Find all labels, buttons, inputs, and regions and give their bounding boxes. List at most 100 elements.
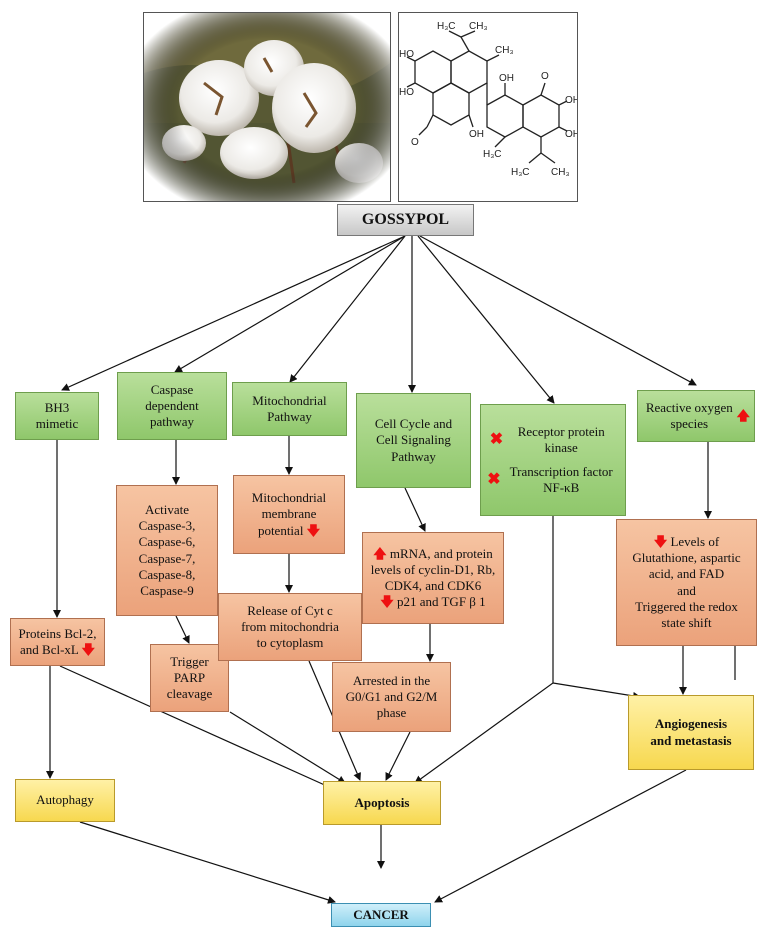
cotton-photo (143, 12, 391, 202)
svg-text:O: O (541, 71, 549, 82)
svg-text:OH: OH (499, 73, 514, 84)
arrow-cellcycle-mrna (404, 487, 426, 532)
svg-text:OH: OH (565, 129, 577, 140)
svg-text:O: O (411, 137, 419, 148)
mrna-line2: levels of cyclin-D1, Rb, (370, 561, 496, 577)
receptor-line: ✖ Receptor protein kinase (490, 424, 616, 457)
glut-line1: 🡇 Levels of (654, 534, 719, 550)
chemical-structure: H₃C CH₃ HO HO CH₃ OH O OH OH OH O H₃C H₃… (398, 12, 580, 202)
inhibit-x-icon: ✖ (487, 471, 501, 489)
gossypol-structure-image: H₃C CH₃ HO HO CH₃ OH O OH OH OH O H₃C H₃… (399, 21, 580, 178)
parp-line1: Trigger (170, 653, 209, 669)
cytc-line3: to cytoplasm (256, 635, 324, 651)
angio-line1: Angiogenesis (654, 716, 728, 732)
mito-membrane-line3-text: potential (257, 522, 304, 538)
mrna-line4: 🡇 p21 and TGF β 1 (380, 594, 485, 610)
decrease-arrow-icon: 🡇 (653, 533, 668, 549)
parp-line3: cleavage (166, 686, 213, 702)
angio-line2: and metastasis (650, 732, 732, 748)
mrna-line4-text: p21 and TGF β 1 (396, 594, 486, 610)
svg-text:H₃C: H₃C (483, 149, 502, 160)
glut-line4: and (677, 582, 696, 598)
mrna-line1-text: mRNA, and protein (389, 545, 493, 561)
receptor-nfkb-box: ✖ Receptor protein kinase ✖ Transcriptio… (480, 404, 626, 516)
parp-line2: PARP (173, 669, 206, 685)
glutathione-box: 🡇 Levels of Glutathione, aspartic acid, … (616, 519, 757, 646)
arrow-parp-apoptosis (229, 711, 346, 784)
arrow-angio-cancer (434, 769, 687, 903)
caspase3-line: Caspase-3, (138, 518, 196, 533)
activate-caspase-box: Activate Caspase-3, Caspase-6, Caspase-7… (116, 485, 218, 616)
transcription-text: Transcription factor NF-κB (509, 464, 613, 496)
mito-pathway-text: Mitochondrial Pathway (252, 392, 327, 424)
mrna-line3: CDK4, and CDK6 (384, 578, 482, 593)
mito-membrane-line1: Mitochondrial (251, 490, 327, 506)
increase-arrow-icon: 🡅 (736, 407, 750, 423)
glut-line3: acid, and FAD (648, 566, 725, 582)
apoptosis-box: Apoptosis (323, 781, 441, 825)
bcl-proteins-box: Proteins Bcl-2, and Bcl-xL 🡇 (10, 618, 105, 666)
cytc-line2: from mitochondria (241, 618, 339, 634)
cotton-image (144, 13, 390, 201)
autophagy-box: Autophagy (15, 779, 115, 822)
bcl-line1: Proteins Bcl-2, (18, 625, 97, 641)
receptor-text: Receptor protein kinase (517, 423, 605, 455)
arrest-box: Arrested in the G0/G1 and G2/M phase (332, 662, 451, 732)
caspase-pathway-text: Caspase dependent pathway (145, 381, 199, 430)
parp-box: Trigger PARP cleavage (150, 644, 229, 712)
mito-membrane-line3: potential 🡇 (258, 523, 320, 539)
cancer-text: CANCER (353, 906, 409, 922)
arrow-to-mito (289, 235, 406, 383)
cellcycle-pathway-text: Cell Cycle and Cell Signaling Pathway (374, 416, 453, 464)
autophagy-text: Autophagy (36, 792, 94, 808)
increase-arrow-icon: 🡅 (373, 545, 387, 561)
svg-text:CH₃: CH₃ (495, 45, 514, 56)
glut-line1-text: Levels of (670, 533, 720, 549)
svg-text:H₃C: H₃C (437, 21, 456, 32)
glut-line2: Glutathione, aspartic (632, 550, 741, 565)
decrease-arrow-icon: 🡇 (306, 522, 321, 538)
gossypol-title: GOSSYPOL (337, 204, 474, 236)
caspase6-line: Caspase-6, (138, 534, 196, 550)
ros-text: Reactive oxygen species (645, 399, 733, 431)
mrna-line1: 🡅 mRNA, and protein (373, 546, 493, 562)
arrest-line1: Arrested in the (352, 672, 431, 688)
bh3-mimetic-text: BH3 mimetic (35, 399, 79, 431)
caspase9-line: Caspase-9 (140, 583, 194, 598)
arrow-to-receptor (417, 235, 555, 404)
glut-line6: state shift (661, 615, 712, 630)
arrow-receptor-angio (552, 682, 641, 700)
angiogenesis-box: Angiogenesis and metastasis (628, 695, 754, 770)
glut-line5: Triggered the redox (635, 598, 738, 614)
arrow-to-bh3 (61, 235, 406, 391)
svg-text:OH: OH (565, 95, 577, 106)
inhibit-x-icon: ✖ (489, 430, 504, 448)
caspase7-line: Caspase-7, (138, 550, 196, 566)
mito-membrane-line2: membrane (261, 506, 317, 522)
cellcycle-pathway-box: Cell Cycle and Cell Signaling Pathway (356, 393, 471, 488)
cytc-release-box: Release of Cyt c from mitochondria to cy… (218, 593, 362, 661)
arrow-arrest-apoptosis (385, 731, 411, 781)
decrease-arrow-icon: 🡇 (380, 594, 394, 610)
activate-line: Activate (144, 501, 190, 517)
ros-box: Reactive oxygen species 🡅 (637, 390, 755, 442)
svg-text:H₃C: H₃C (511, 167, 530, 178)
arrow-bcl-apoptosis (59, 665, 339, 792)
decrease-arrow-icon: 🡇 (81, 642, 95, 657)
arrow-autophagy-cancer (79, 821, 336, 904)
arrow-to-ros (419, 235, 697, 386)
arrest-line3: phase (376, 705, 407, 721)
arrest-line2: G0/G1 and G2/M (345, 688, 438, 704)
cancer-box: CANCER (331, 903, 431, 927)
bcl-line2: and Bcl-xL 🡇 (20, 642, 95, 658)
bh3-mimetic-box: BH3 mimetic (15, 392, 99, 440)
cytc-line1: Release of Cyt c (247, 602, 333, 618)
bcl-line2-text: and Bcl-xL (20, 642, 79, 657)
transcription-line: ✖ Transcription factor NF-κB (487, 464, 618, 497)
mito-pathway-box: Mitochondrial Pathway (232, 382, 347, 436)
svg-text:CH₃: CH₃ (551, 167, 570, 178)
caspase8-line: Caspase-8, (138, 566, 196, 582)
mito-membrane-box: Mitochondrial membrane potential 🡇 (233, 475, 345, 554)
